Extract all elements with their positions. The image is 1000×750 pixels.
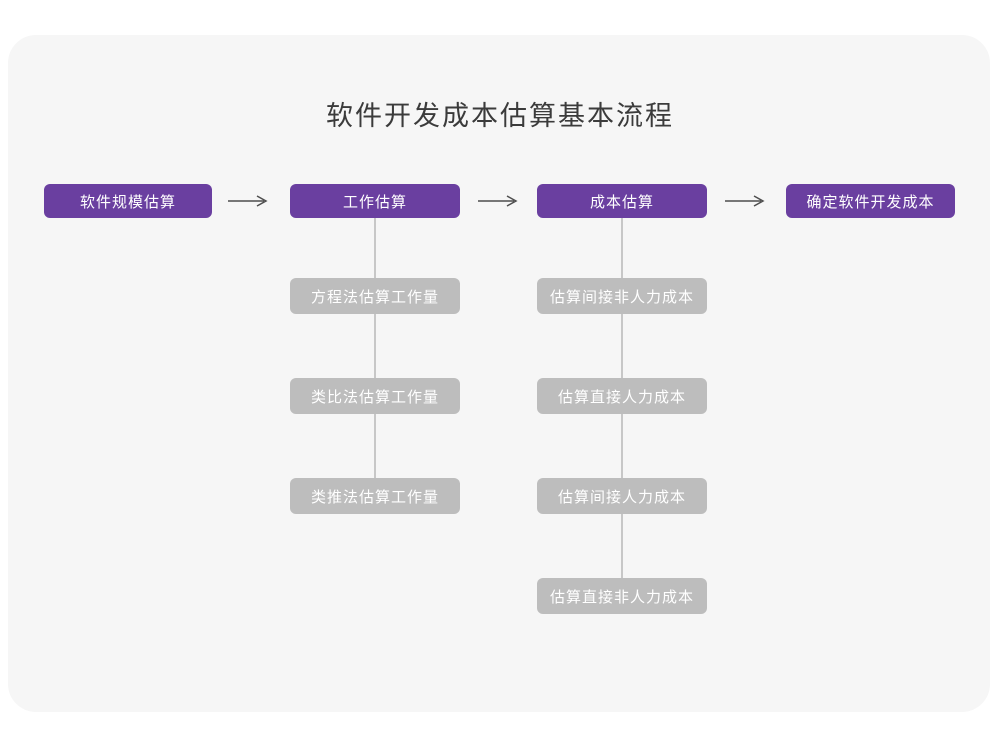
node-determine-cost: 确定软件开发成本 xyxy=(786,184,955,218)
diagram-title: 软件开发成本估算基本流程 xyxy=(326,101,674,131)
node-indirect-labor-cost: 估算间接人力成本 xyxy=(537,478,707,514)
node-direct-non-labor-cost: 估算直接非人力成本 xyxy=(537,578,707,614)
node-cost-estimation: 成本估算 xyxy=(537,184,707,218)
node-scale-estimation: 软件规模估算 xyxy=(44,184,212,218)
node-extrapolation-method: 类推法估算工作量 xyxy=(290,478,460,514)
node-indirect-non-labor-cost: 估算间接非人力成本 xyxy=(537,278,707,314)
node-work-estimation: 工作估算 xyxy=(290,184,460,218)
diagram-card xyxy=(8,35,990,712)
arrow-right-icon xyxy=(478,195,518,207)
node-equation-method: 方程法估算工作量 xyxy=(290,278,460,314)
node-direct-labor-cost: 估算直接人力成本 xyxy=(537,378,707,414)
connector-line-work xyxy=(374,218,376,492)
arrow-right-icon xyxy=(228,195,268,207)
node-analogy-method: 类比法估算工作量 xyxy=(290,378,460,414)
arrow-right-icon xyxy=(725,195,765,207)
